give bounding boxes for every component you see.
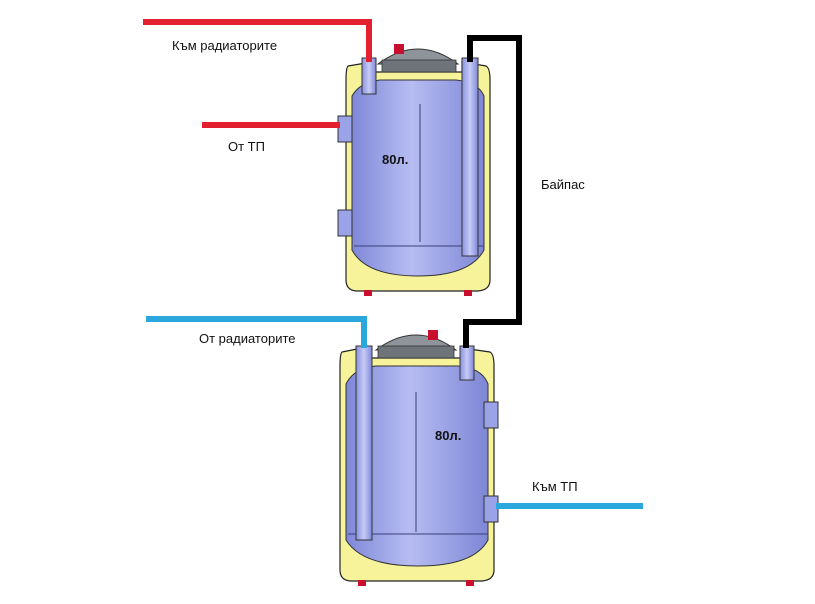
label-to-radiators: Към радиаторите <box>172 38 278 53</box>
label-to-hp: Към ТП <box>532 479 578 494</box>
bottom-tank-side-fitting-2 <box>483 495 499 523</box>
top-tank-side-fitting-1 <box>337 115 353 143</box>
bottom-tank-valve <box>428 330 438 340</box>
bottom-tank-dip-tube <box>355 345 373 541</box>
top-tank-foot-left <box>364 290 372 296</box>
top-tank-valve <box>394 44 404 54</box>
bottom-tank-side-fitting-1 <box>483 401 499 429</box>
top-tank-foot-right <box>464 290 472 296</box>
bottom-tank-foot-left <box>358 580 366 586</box>
top-tank-dip-tube <box>461 57 479 257</box>
pipe-to-radiators <box>143 19 372 62</box>
label-from-hp: От ТП <box>228 139 265 154</box>
top-tank-top-fitting <box>381 59 457 73</box>
bottom-tank <box>339 330 499 586</box>
bottom-tank-foot-right <box>466 580 474 586</box>
pipe-from-radiators <box>146 316 367 348</box>
label-from-radiators: От радиаторите <box>199 331 296 346</box>
top-tank-volume: 80л. <box>382 152 409 167</box>
bottom-tank-outlet-stub <box>459 345 475 381</box>
top-tank <box>337 44 491 296</box>
top-tank-inlet-stub <box>361 57 377 95</box>
pipe-bypass <box>463 35 522 348</box>
label-bypass: Байпас <box>541 177 585 192</box>
bottom-tank-volume: 80л. <box>435 428 462 443</box>
top-tank-side-fitting-2 <box>337 209 353 237</box>
bottom-tank-top-fitting <box>377 345 455 359</box>
